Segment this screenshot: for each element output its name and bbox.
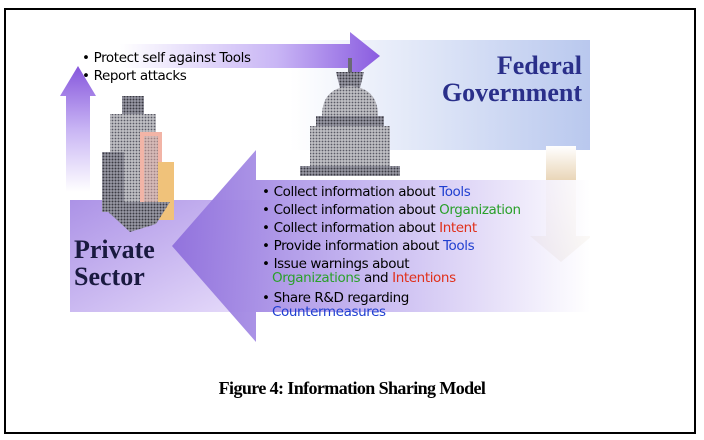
federal-government-label: Federal Government <box>442 52 582 106</box>
federal-label-line1: Federal <box>496 51 582 80</box>
figure-frame: Protect self against Tools Report attack… <box>4 8 696 434</box>
gov-bullet-1-highlight: Tools <box>439 184 471 200</box>
warnings-intentions: Intentions <box>392 270 456 286</box>
top-bullet-2: Report attacks <box>82 68 187 84</box>
information-sharing-diagram: Protect self against Tools Report attack… <box>60 32 590 342</box>
top-bullet-1: Protect self against Tools <box>82 50 251 66</box>
gov-bullet-5-line2: Organizations and Intentions <box>272 270 456 286</box>
gov-bullet-1-prefix: Collect information about <box>273 184 440 200</box>
top-bullet-1-text: Protect self against Tools <box>93 50 251 66</box>
gov-bullet-4-highlight: Tools <box>442 238 475 254</box>
share-countermeasures: Countermeasures <box>272 304 386 320</box>
capitol-dome-icon <box>300 58 400 176</box>
share-line1: Share R&D regarding <box>273 290 410 306</box>
gov-bullet-4-prefix: Provide information about <box>273 238 443 254</box>
gov-bullet-3-prefix: Collect information about <box>273 220 440 236</box>
federal-label-line2: Government <box>441 78 582 107</box>
gov-bullet-2: Collect information about Organization <box>262 202 521 218</box>
warnings-and: and <box>360 270 393 286</box>
private-label-line1: Private <box>74 235 155 264</box>
gov-bullet-4: Provide information about Tools <box>262 238 475 254</box>
private-label-line2: Sector <box>74 262 145 291</box>
gov-bullet-2-prefix: Collect information about <box>273 202 440 218</box>
city-skyline-icon <box>102 96 174 232</box>
top-bullet-2-text: Report attacks <box>93 68 187 84</box>
gov-bullet-3-highlight: Intent <box>439 220 477 236</box>
warnings-organizations: Organizations <box>272 270 361 286</box>
gov-bullet-6-line2: Countermeasures <box>272 304 386 320</box>
warnings-line1: Issue warnings about <box>273 256 410 272</box>
private-sector-label: Private Sector <box>74 236 155 290</box>
gov-bullet-1: Collect information about Tools <box>262 184 471 200</box>
up-arrow <box>60 66 96 192</box>
gov-bullet-3: Collect information about Intent <box>262 220 478 236</box>
figure-caption: Figure 4: Information Sharing Model <box>218 378 486 398</box>
gov-bullet-2-highlight: Organization <box>439 202 521 218</box>
gov-bullet-5: Issue warnings about <box>262 256 410 272</box>
gov-bullet-6: Share R&D regarding <box>262 290 410 306</box>
